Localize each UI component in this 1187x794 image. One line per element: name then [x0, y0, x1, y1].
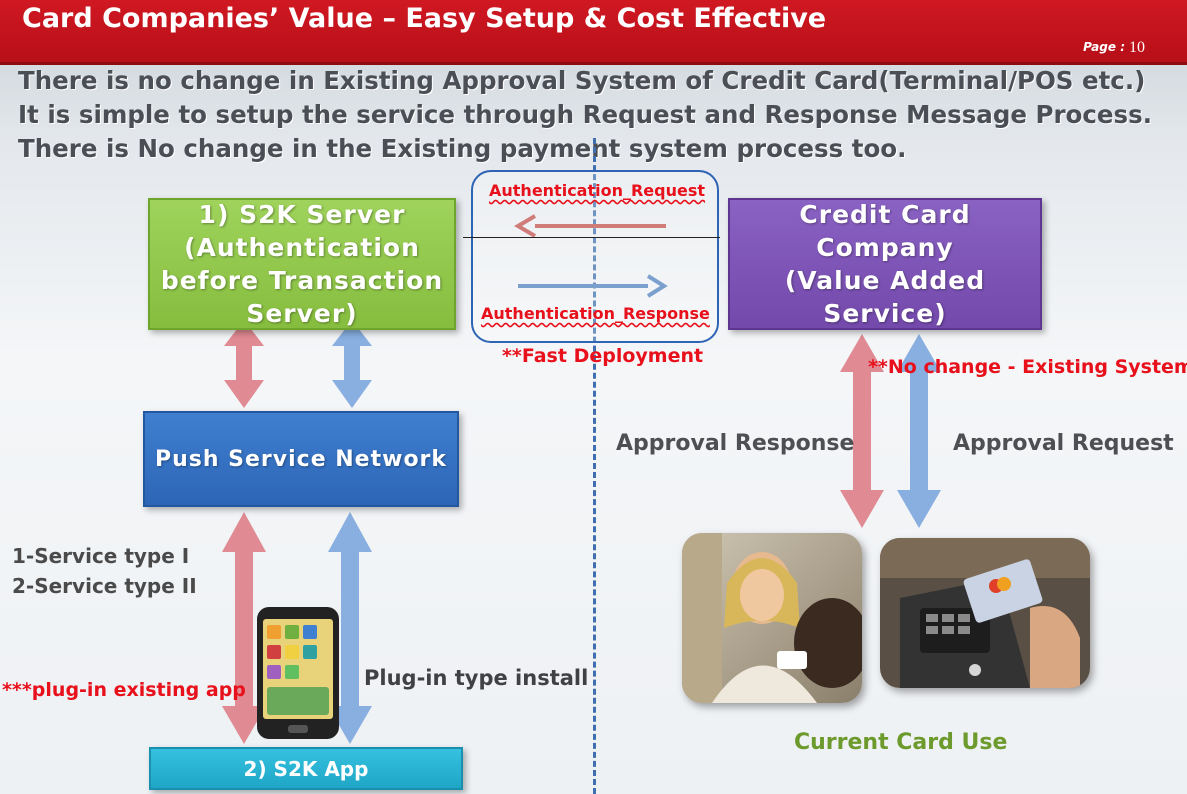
card-line-1: Credit Card — [799, 200, 971, 229]
arrow-card-approval-blue — [897, 334, 941, 528]
auth-request-label: Authentication_Request — [489, 181, 706, 200]
card-terminal-photo — [880, 538, 1090, 688]
server-line-2: (Authentication — [184, 233, 420, 262]
arrow-server-push-pink — [224, 320, 264, 408]
auth-response-label: Authentication_Response — [481, 304, 710, 323]
divider-dashed-line — [593, 138, 596, 794]
server-line-1: 1) S2K Server — [198, 200, 406, 229]
intro-line-3: There is No change in the Existing payme… — [18, 134, 907, 163]
plugin-existing-note: ***plug-in existing app — [2, 679, 246, 701]
credit-card-company-box: Credit Card Company (Value Added Service… — [728, 198, 1042, 330]
no-change-note: **No change - Existing System — [868, 356, 1187, 378]
server-line-4: Server) — [246, 299, 358, 328]
s2k-app-box: 2) S2K App — [149, 747, 463, 790]
arrow-push-app-pink — [222, 512, 266, 744]
smartphone-image — [257, 607, 339, 739]
plugin-install-label: Plug-in type install — [364, 666, 589, 690]
s2k-server-box: 1) S2K Server (Authentication before Tra… — [148, 198, 456, 330]
card-line-2: Company — [816, 233, 954, 262]
approval-request-label: Approval Request — [953, 431, 1174, 456]
approval-response-label: Approval Response — [616, 431, 855, 456]
slide-title: Card Companies’ Value – Easy Setup & Cos… — [22, 3, 827, 34]
page-label: Page : — [1083, 40, 1125, 54]
page-number: 10 — [1129, 39, 1145, 56]
service-type-1: 1-Service type I — [12, 544, 190, 568]
server-line-3: before Transaction — [160, 266, 444, 295]
arrow-server-push-blue — [332, 320, 372, 408]
authentication-frame — [471, 170, 719, 343]
push-service-network-box: Push Service Network — [143, 411, 459, 507]
card-line-4: Service) — [823, 299, 947, 328]
intro-line-2: It is simple to setup the service throug… — [18, 100, 1152, 129]
shopper-photo — [682, 533, 862, 703]
service-type-2: 2-Service type II — [12, 574, 197, 598]
card-line-3: (Value Added — [784, 266, 986, 295]
fast-deployment-note: **Fast Deployment — [502, 345, 704, 367]
arrow-card-approval-pink — [840, 334, 884, 528]
arrow-push-app-blue — [328, 512, 372, 744]
auth-request-arrow — [514, 214, 537, 238]
current-card-use-label: Current Card Use — [794, 730, 1008, 755]
title-bar — [0, 0, 1187, 65]
connector-line — [463, 237, 720, 238]
intro-line-1: There is no change in Existing Approval … — [18, 66, 1146, 95]
auth-response-arrow — [646, 274, 668, 298]
